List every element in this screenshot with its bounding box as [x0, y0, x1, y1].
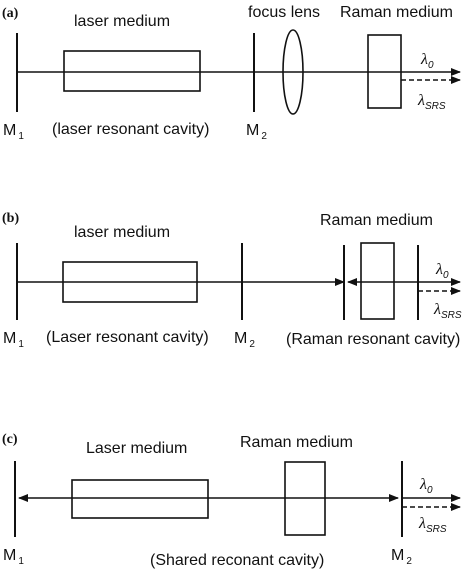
panel-a-focus-lens	[282, 29, 304, 115]
panel-a-laser-medium	[63, 50, 201, 92]
panel-b-tag: (b)	[2, 211, 19, 226]
panel-c-raman-medium	[284, 461, 326, 536]
panel-b-cavity2-label: (Raman resonant cavity)	[286, 331, 460, 348]
panel-a-cavity-label: (laser resonant cavity)	[52, 121, 209, 138]
panel-b-laser-medium	[62, 261, 198, 303]
panel-b-raman-medium	[360, 242, 395, 320]
panel-c-lambda-srs: λSRS	[418, 515, 447, 535]
panel-a: (a) laser medium focus lens Raman medium…	[2, 4, 461, 142]
panel-a-tag: (a)	[2, 6, 19, 21]
panel-b-lambda0: λ0	[435, 261, 449, 281]
panel-b-raman-medium-label: Raman medium	[320, 212, 433, 229]
panel-a-laser-medium-label: laser medium	[74, 13, 170, 30]
panel-a-focus-lens-label: focus lens	[248, 4, 320, 21]
panel-c-raman-medium-label: Raman medium	[240, 434, 353, 451]
panel-a-raman-medium	[367, 34, 402, 109]
panel-c-laser-medium-label: Laser medium	[86, 440, 187, 457]
panel-b-lambda-srs: λSRS	[433, 301, 462, 321]
panel-c-tag: (c)	[2, 432, 18, 447]
panel-a-lambda-srs: λSRS	[417, 92, 446, 112]
panel-c-laser-medium	[71, 479, 209, 519]
panel-a-raman-medium-label: Raman medium	[340, 4, 453, 21]
panel-a-lambda0: λ0	[420, 51, 434, 71]
panel-c-cavity-label: (Shared reconant cavity)	[150, 552, 324, 569]
panel-b-cavity1-label: (Laser resonant cavity)	[46, 329, 209, 346]
panel-b-laser-medium-label: laser medium	[74, 224, 170, 241]
panel-c-lambda0: λ0	[419, 476, 433, 496]
